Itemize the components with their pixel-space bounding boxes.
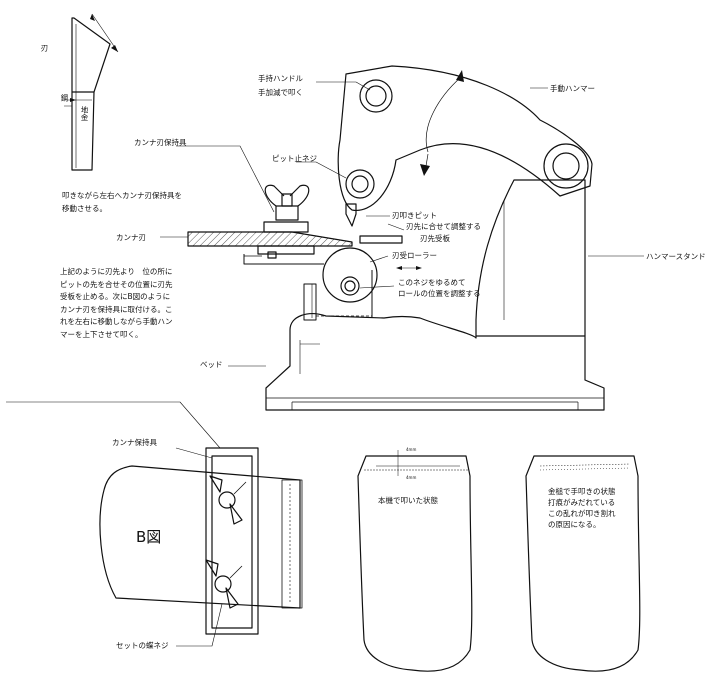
label-hammer-stand: ハンマースタンド xyxy=(646,252,706,261)
note-move-holder: 叩きながら左右へカンナ刃保持具を 移動させる。 xyxy=(62,190,182,215)
result-blade-hammer xyxy=(525,455,641,672)
result-blade-machine xyxy=(357,450,473,672)
label-set-wing-screw: セットの蝶ネジ xyxy=(116,641,169,650)
note-line: 移動させる。 xyxy=(62,203,107,213)
label-cut-blade: 刃 xyxy=(40,44,49,52)
label-tip-receiver: 刃先受板 xyxy=(420,234,450,243)
label-fig-b: B図 xyxy=(136,528,162,546)
note-line: 上記のように刃先より 位の所に xyxy=(60,267,173,276)
label-blade-holder: カンナ刃保持具 xyxy=(134,138,187,147)
blade-cross-section xyxy=(64,13,119,171)
hammer-machine xyxy=(187,65,605,411)
label-blade-tip-adjust: 刃先に合せて調整する xyxy=(406,222,481,231)
label-blade-roller: 刃受ローラー xyxy=(392,251,437,260)
label-pitch-stop-screw: ピット止ネジ xyxy=(272,154,317,163)
label-steel: 鋼 xyxy=(60,94,69,102)
label-roller-adjust-1: このネジをゆるめて xyxy=(398,278,466,287)
note-line: 金槌で手叩きの状態 xyxy=(548,487,616,496)
note-line: の原因になる。 xyxy=(548,520,601,529)
note-line: マーを上下させて叩く。 xyxy=(60,329,143,339)
label-base-metal: 地金 xyxy=(80,106,89,121)
label-blade-pitch: 刃叩きピット xyxy=(392,211,437,220)
note-line: 叩きながら左右へカンナ刃保持具を xyxy=(62,191,182,200)
note-line: 打痕がみだれている xyxy=(548,498,616,507)
label-dim-bottom: 4mm xyxy=(406,475,417,480)
label-roller-adjust-2: ロールの位置を調整する xyxy=(398,289,481,298)
note-line: ピットの先を合せその位置に刃先 xyxy=(60,279,173,289)
leader-lines xyxy=(160,81,644,367)
figure-b xyxy=(6,401,303,647)
label-hand-adjust: 手加減で叩く xyxy=(258,88,303,97)
note-line: この乱れが叩き割れ xyxy=(548,509,616,518)
label-holder: カンナ保持具 xyxy=(112,438,157,447)
label-bed: ベッド xyxy=(200,360,223,369)
note-instructions: 上記のように刃先より 位の所に ピットの先を合せその位置に刃先 受板を止める。次… xyxy=(60,266,173,342)
label-blade: カンナ刃 xyxy=(116,233,146,242)
label-handle: 手持ハンドル xyxy=(258,74,303,83)
label-result: 本機で叩いた状態 xyxy=(378,496,438,505)
note-line: カンナ刃を保持具に取付ける。こ xyxy=(60,304,173,314)
label-hammer: 手動ハンマー xyxy=(550,84,595,93)
note-line: れを左右に移動しながら手動ハン xyxy=(60,317,173,327)
note-bad-result: 金槌で手叩きの状態 打痕がみだれている この乱れが叩き割れ の原因になる。 xyxy=(548,486,616,530)
note-line: 受板を止める。次にB図のように xyxy=(60,292,171,302)
label-dim-top: 4mm xyxy=(406,447,417,452)
